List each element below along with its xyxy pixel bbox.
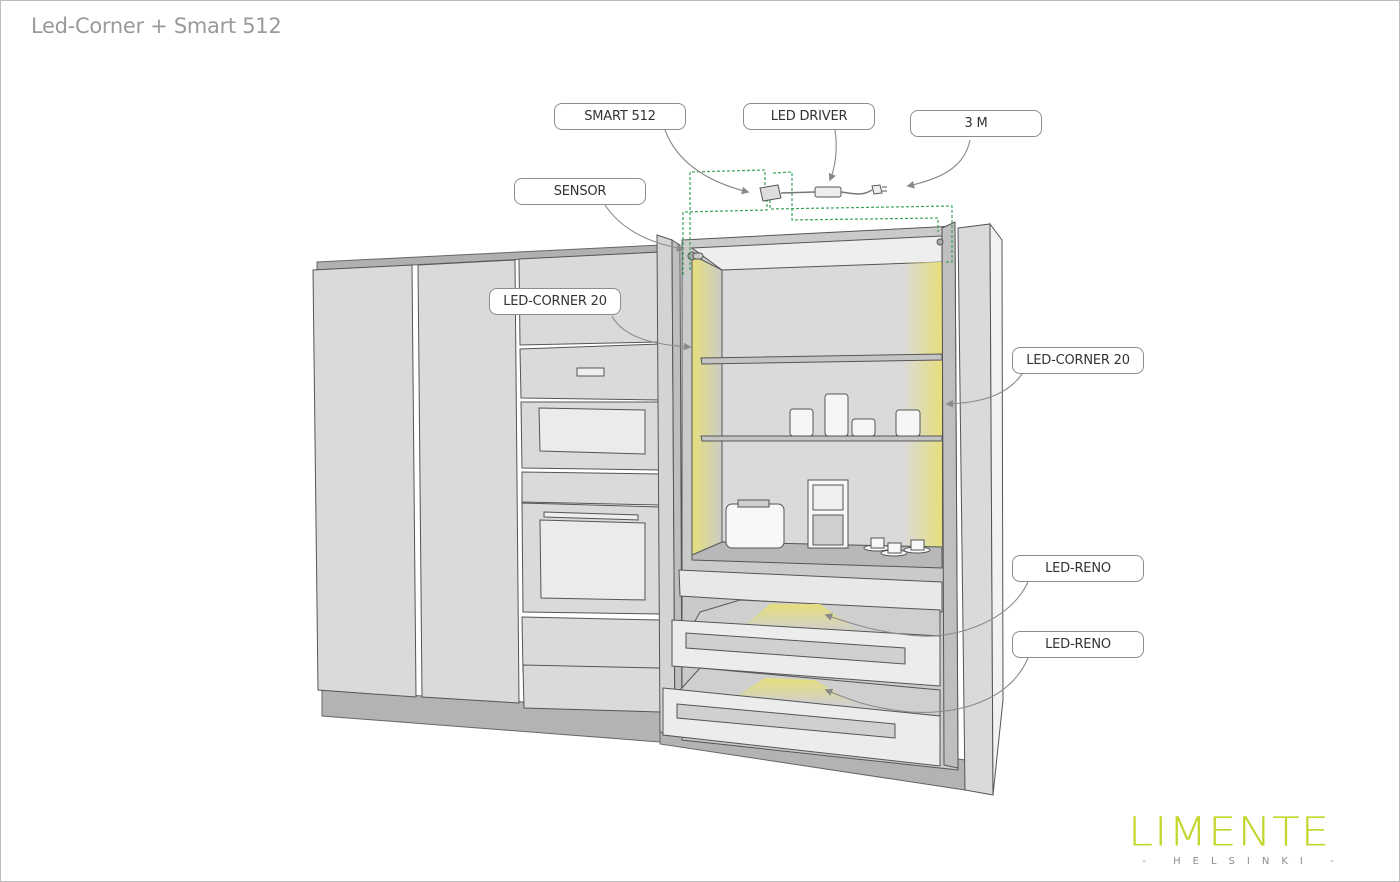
callout-led-corner-right: LED-CORNER 20	[1012, 347, 1144, 374]
drawer-bottom	[662, 667, 941, 767]
callout-led-reno-top: LED-RENO	[1012, 555, 1144, 582]
leader-smart512	[664, 129, 750, 195]
drawer-top	[678, 569, 943, 613]
oven-column	[518, 251, 661, 713]
callout-3m: 3 M	[910, 110, 1042, 137]
cable	[780, 191, 816, 194]
plug-cable	[840, 189, 873, 195]
callout-leaders	[604, 129, 1029, 713]
tall-door-2	[417, 259, 520, 704]
shelf-lower	[700, 435, 943, 442]
callout-sensor: SENSOR	[514, 178, 646, 205]
limente-logo: LIMENTE - HELSINKI -	[1128, 807, 1360, 867]
leader-led-corner-right	[945, 373, 1023, 408]
callout-led-driver: LED DRIVER	[743, 103, 875, 130]
diagram-title: Led-Corner + Smart 512	[31, 14, 282, 38]
leader-led-reno-bottom	[824, 657, 1029, 713]
right-door-panel	[957, 223, 994, 796]
led-reno-glow-top	[745, 604, 860, 632]
callout-led-corner-left: LED-CORNER 20	[489, 288, 621, 315]
led-corner-right-cap	[936, 238, 944, 246]
leader-led-reno-top	[824, 581, 1029, 637]
tall-door-1	[312, 264, 417, 698]
callout-led-reno-bottom: LED-RENO	[1012, 631, 1144, 658]
right-side-panel	[989, 222, 1004, 796]
drawer-middle	[671, 599, 941, 687]
logo-subtitle: - HELSINKI -	[1142, 856, 1346, 867]
wiring-dashed	[682, 169, 953, 275]
cups	[863, 537, 931, 557]
led-reno-glow-bottom	[738, 678, 858, 705]
toaster	[725, 499, 785, 549]
callout-smart512: SMART 512	[554, 103, 686, 130]
leader-led-corner-left	[611, 315, 692, 351]
leader-led-driver	[828, 129, 837, 182]
logo-brand: LIMENTE	[1128, 807, 1331, 856]
led-glow-right	[905, 262, 942, 554]
coffee-maker	[807, 479, 849, 549]
led-driver-device	[814, 186, 842, 198]
plug-icon	[871, 184, 887, 195]
leader-sensor	[604, 204, 685, 252]
led-glow-left	[691, 254, 723, 556]
leader-3m	[906, 139, 971, 189]
jars	[789, 393, 921, 437]
right-open-door	[941, 221, 959, 769]
smart512-device	[759, 184, 782, 202]
